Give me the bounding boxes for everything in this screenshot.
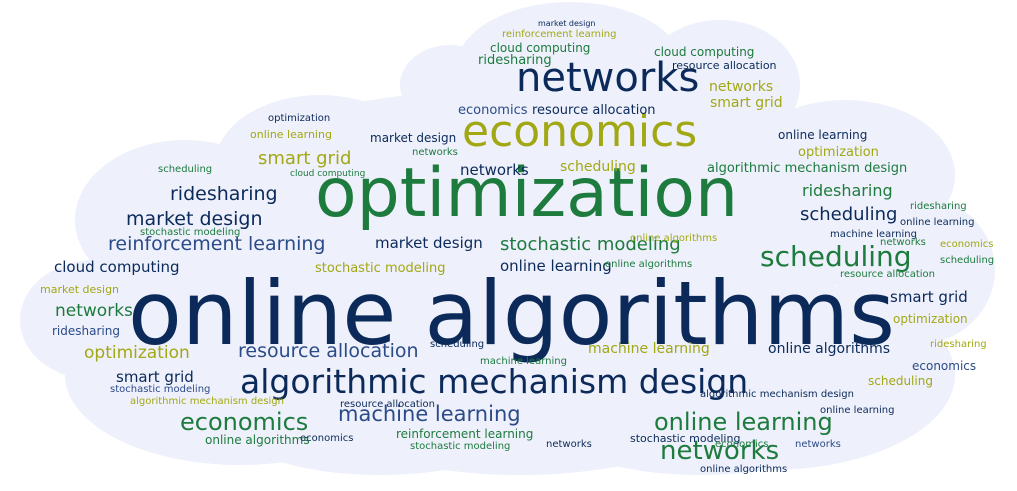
word-stochastic-modeling-6: stochastic modeling xyxy=(140,227,241,238)
word-online-algorithms-3: online algorithms xyxy=(205,433,310,447)
word-networks-9: networks xyxy=(880,237,926,248)
word-algorithmic-mechanism-design-2: algorithmic mechanism design xyxy=(707,161,908,176)
word-economics-7: economics xyxy=(940,239,994,250)
word-market-design-5: market design xyxy=(40,283,120,296)
word-ridesharing-main: ridesharing xyxy=(170,183,278,205)
word-stochastic-modeling-main: stochastic modeling xyxy=(500,234,681,255)
word-optimization-2: optimization xyxy=(84,343,190,363)
word-scheduling-6: scheduling xyxy=(430,339,485,350)
word-online-algorithms-main: online algorithms xyxy=(128,262,895,365)
word-market-design-2: market design xyxy=(375,234,483,252)
word-networks-main: networks xyxy=(516,55,700,101)
word-algorithmic-mechanism-design-3: algorithmic mechanism design xyxy=(130,396,284,407)
word-networks-3: networks xyxy=(55,301,133,321)
word-scheduling-main: scheduling xyxy=(760,240,912,273)
word-online-algorithms-4: online algorithms xyxy=(700,464,788,475)
word-online-learning-3: online learning xyxy=(778,128,868,142)
word-machine-learning-2: machine learning xyxy=(588,341,710,357)
word-online-algorithms-2: online algorithms xyxy=(768,341,891,357)
word-online-learning-6: online learning xyxy=(900,217,975,228)
word-machine-learning-main: machine learning xyxy=(338,402,521,426)
word-economics-2: economics xyxy=(180,408,309,436)
word-resource-allocation-5: resource allocation xyxy=(840,269,936,280)
word-ridesharing-3: ridesharing xyxy=(478,53,552,68)
word-resource-allocation-main: resource allocation xyxy=(238,340,419,362)
word-machine-learning-3: machine learning xyxy=(480,356,567,367)
word-smart-grid-3: smart grid xyxy=(710,95,783,111)
word-cloud-computing-main: cloud computing xyxy=(54,258,180,276)
word-stochastic-modeling-5: stochastic modeling xyxy=(630,432,741,445)
word-stochastic-modeling-3: stochastic modeling xyxy=(110,384,211,395)
word-resource-allocation-3: resource allocation xyxy=(672,59,777,72)
word-ridesharing-2: ridesharing xyxy=(802,181,893,200)
word-smart-grid-main: smart grid xyxy=(258,148,352,169)
word-networks-7: networks xyxy=(412,147,458,158)
word-reinforcement-learning-2: reinforcement learning xyxy=(502,29,617,40)
word-ridesharing-4: ridesharing xyxy=(52,324,120,338)
word-smart-grid-4: smart grid xyxy=(890,288,968,306)
word-machine-learning-4: machine learning xyxy=(830,229,917,240)
word-smart-grid-2: smart grid xyxy=(116,368,194,386)
word-resource-allocation-2: resource allocation xyxy=(532,103,656,118)
word-market-design-4: market design xyxy=(370,131,457,145)
word-networks-4: networks xyxy=(709,79,774,95)
word-economics-4: economics xyxy=(912,359,977,373)
word-reinforcement-learning-main: reinforcement learning xyxy=(108,233,326,255)
word-optimization-main: optimization xyxy=(315,154,739,233)
word-algorithmic-mechanism-design-main: algorithmic mechanism design xyxy=(240,362,749,401)
word-optimization-3: optimization xyxy=(798,145,879,160)
word-online-algorithms-5: online algorithms xyxy=(605,259,693,270)
word-resource-allocation-4: resource allocation xyxy=(340,399,436,410)
word-online-learning-5: online learning xyxy=(820,405,895,416)
word-economics-main: economics xyxy=(462,106,698,157)
word-cloud-computing-2: cloud computing xyxy=(490,41,591,55)
word-economics-5: economics xyxy=(300,433,354,444)
word-ridesharing-5: ridesharing xyxy=(910,201,967,212)
word-online-algorithms-6: online algorithms xyxy=(630,233,718,244)
word-economics-3: economics xyxy=(458,103,528,118)
word-online-learning-main: online learning xyxy=(654,408,833,436)
word-optimization-5: optimization xyxy=(268,113,331,124)
word-networks-5: networks xyxy=(460,161,529,179)
word-cloud-computing-4: cloud computing xyxy=(290,169,366,179)
word-algorithmic-mechanism-design-4: algorithmic mechanism design xyxy=(700,389,854,400)
word-networks-8: networks xyxy=(795,439,841,450)
word-online-learning-2: online learning xyxy=(500,257,612,275)
word-stochastic-modeling-2: stochastic modeling xyxy=(315,261,446,276)
word-stochastic-modeling-4: stochastic modeling xyxy=(410,441,511,452)
word-scheduling-3: scheduling xyxy=(560,159,636,175)
word-economics-6: economics xyxy=(715,439,769,450)
word-networks-6: networks xyxy=(546,439,592,450)
word-scheduling-2: scheduling xyxy=(800,204,898,225)
word-market-design-main: market design xyxy=(126,208,263,230)
word-networks-2: networks xyxy=(660,436,780,466)
word-reinforcement-learning-3: reinforcement learning xyxy=(396,427,534,441)
word-scheduling-4: scheduling xyxy=(868,374,933,388)
word-market-design-3: market design xyxy=(538,19,596,28)
word-scheduling-7: scheduling xyxy=(940,255,995,266)
word-cloud-computing-3: cloud computing xyxy=(654,45,755,59)
word-scheduling-5: scheduling xyxy=(158,164,213,175)
word-online-learning-4: online learning xyxy=(250,128,332,141)
word-ridesharing-6: ridesharing xyxy=(930,339,987,350)
word-optimization-4: optimization xyxy=(893,312,968,326)
